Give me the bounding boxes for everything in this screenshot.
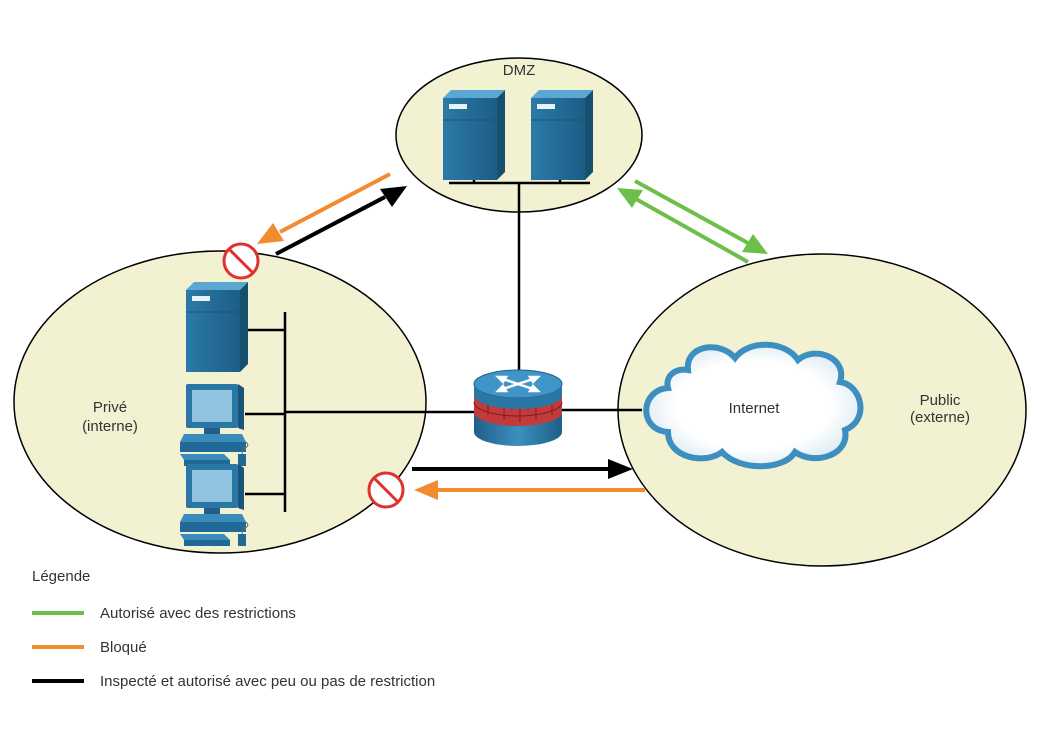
private-sublabel: (interne) bbox=[82, 418, 138, 435]
public-sublabel: (externe) bbox=[910, 409, 970, 426]
legend-item-label: Bloqué bbox=[100, 638, 147, 656]
legend-item-allowed-restricted: Autorisé avec des restrictions bbox=[32, 603, 435, 623]
cloud-icon bbox=[643, 341, 864, 470]
legend: Légende Autorisé avec des restrictions B… bbox=[32, 568, 435, 705]
legend-item-label: Inspecté et autorisé avec peu ou pas de … bbox=[100, 672, 436, 690]
arrow-dmz-to-private-blocked bbox=[257, 172, 391, 244]
dmz-label: DMZ bbox=[503, 62, 536, 79]
private-label: Privé bbox=[93, 399, 127, 416]
blocked-icon bbox=[222, 242, 260, 280]
legend-item-blocked: Bloqué bbox=[32, 637, 435, 657]
server-icon bbox=[443, 90, 505, 180]
legend-item-label: Autorisé avec des restrictions bbox=[100, 604, 296, 622]
arrow-public-to-private-blocked bbox=[414, 480, 645, 500]
arrow-dmz-to-public bbox=[634, 179, 768, 254]
arrow-private-to-dmz bbox=[275, 186, 407, 256]
legend-swatch-green bbox=[32, 611, 84, 615]
server-icon bbox=[186, 282, 248, 372]
internet-label: Internet bbox=[729, 400, 781, 417]
blocked-icon bbox=[367, 471, 405, 509]
legend-swatch-orange bbox=[32, 645, 84, 649]
public-label: Public bbox=[920, 392, 961, 409]
firewall-router-icon bbox=[473, 369, 563, 446]
arrow-public-to-dmz bbox=[617, 188, 749, 264]
legend-item-inspected-allowed: Inspecté et autorisé avec peu ou pas de … bbox=[32, 671, 435, 691]
arrow-private-to-public bbox=[412, 459, 633, 479]
legend-title: Légende bbox=[32, 568, 91, 585]
legend-swatch-black bbox=[32, 679, 84, 683]
server-icon bbox=[531, 90, 593, 180]
